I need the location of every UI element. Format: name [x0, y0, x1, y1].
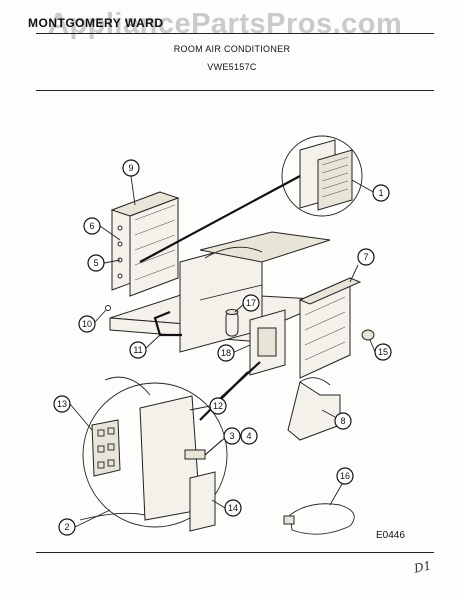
callout-13: 13	[53, 395, 71, 413]
svg-text:8: 8	[340, 416, 345, 426]
callout-7: 7	[357, 248, 375, 266]
evaporator-coil-top	[298, 277, 362, 305]
callout-6: 6	[83, 217, 101, 235]
callout-9: 9	[122, 159, 140, 177]
switch-terminals	[97, 427, 115, 469]
svg-text:17: 17	[246, 298, 256, 308]
coil-tube	[117, 241, 123, 247]
callout-15: 15	[374, 343, 392, 361]
product-title: ROOM AIR CONDITIONER	[173, 44, 291, 54]
partition-top	[199, 231, 331, 263]
callout-11: 11	[129, 341, 147, 359]
svg-text:13: 13	[57, 399, 67, 409]
svg-text:11: 11	[133, 345, 142, 355]
callout-2: 2	[58, 518, 76, 536]
diagram-code: E0446	[376, 530, 405, 541]
partition-line	[199, 284, 263, 301]
callout-5: 5	[87, 254, 105, 272]
callout-17: 17	[242, 294, 260, 312]
tray-lip	[299, 377, 331, 386]
bracket-window	[257, 327, 277, 357]
control-panel	[189, 471, 216, 532]
watermark: AppliancePartsPros.com	[48, 8, 403, 40]
callout-3: 3	[223, 427, 241, 445]
svg-text:1: 1	[378, 188, 383, 198]
brand-name: MONTGOMERY WARD	[28, 16, 164, 30]
svg-text:4: 4	[246, 431, 251, 441]
rotary-switch	[91, 419, 121, 477]
condenser-coil-face	[129, 197, 179, 297]
svg-text:14: 14	[228, 503, 238, 513]
footer-rule	[36, 552, 434, 553]
partition-curve	[204, 246, 263, 259]
screw	[105, 305, 111, 311]
svg-text:3: 3	[229, 431, 234, 441]
thermostat	[184, 449, 206, 460]
callout-1: 1	[372, 184, 390, 202]
header-divider	[36, 90, 434, 91]
callout-10: 10	[78, 315, 96, 333]
callout-14: 14	[224, 499, 242, 517]
capacitor	[225, 311, 239, 337]
model-number: VWE5157C	[207, 62, 257, 72]
leader-to-detail	[139, 175, 301, 263]
capacitor-top	[225, 309, 239, 315]
coil-tube	[117, 225, 123, 231]
callout-8: 8	[334, 412, 352, 430]
svg-text:9: 9	[128, 163, 133, 173]
callout-leaders	[69, 175, 376, 528]
leader-to-controls-2	[199, 371, 249, 421]
knob	[361, 329, 375, 341]
control-detail-circle	[82, 382, 228, 528]
callout-4: 4	[240, 427, 258, 445]
wire-lead	[104, 376, 151, 396]
svg-text:2: 2	[64, 522, 69, 532]
grille-door	[317, 149, 353, 211]
detail-magnifier-circle	[281, 135, 363, 217]
callout-12: 12	[209, 397, 227, 415]
drain-tube	[153, 310, 182, 337]
callout-16: 16	[336, 467, 354, 485]
coil-fins	[134, 204, 176, 281]
svg-text:7: 7	[363, 252, 368, 262]
grille-mesh	[321, 156, 349, 198]
callout-18: 18	[217, 344, 235, 362]
svg-text:5: 5	[93, 258, 98, 268]
svg-text:18: 18	[221, 348, 231, 358]
evaporator-fins	[304, 296, 346, 361]
power-cord	[289, 503, 355, 535]
wiring-harness	[79, 512, 146, 521]
svg-text:16: 16	[340, 471, 350, 481]
header-rule	[36, 33, 434, 34]
svg-text:12: 12	[213, 401, 223, 411]
svg-text:6: 6	[89, 221, 94, 231]
svg-text:10: 10	[82, 319, 92, 329]
svg-text:15: 15	[378, 347, 388, 357]
cord-plug	[283, 515, 295, 525]
drip-tray	[287, 381, 341, 441]
coil-tube	[117, 273, 123, 279]
